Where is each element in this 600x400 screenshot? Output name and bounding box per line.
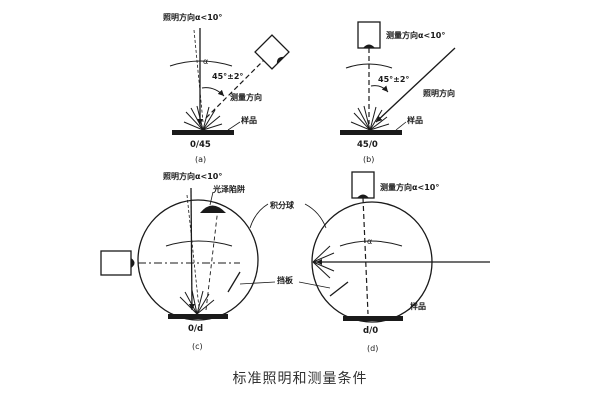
sample-label: 样品 [410,301,426,311]
panel-c: 照明方向α<10° 光泽陷阱 0/d (c) [100,171,259,351]
sample-plate [340,130,402,135]
illumination-direction-label: 照明方向α<10° [163,12,222,22]
geometry-label: 0/45 [190,140,211,150]
illumination-cone-edge [186,194,200,309]
geometry-label: 45/0 [357,140,378,150]
baffle-leader-left [239,281,276,285]
measurement-direction-label: 测量方向α<10° [380,182,439,192]
gloss-trap [200,205,226,213]
scatter-rays [350,105,390,131]
alpha-label: α [203,57,208,66]
geometry-label: d/0 [363,326,378,336]
angle-label: 45°±2° [212,72,243,81]
baffle [329,281,349,297]
scatter-rays [179,289,215,315]
panel-b: 测量方向α<10° 45°±2° 照明方向 样品 45/0 (b) [340,21,456,164]
angle-arc [201,87,225,97]
sample-plate [343,316,403,321]
integrating-sphere [137,199,259,321]
panel-a: 照明方向α<10° α 45°±2° 测量方向 样品 0/45 (a) [163,12,290,164]
sample-plate [172,130,234,135]
specular-ray [205,207,219,311]
baffle [227,271,241,293]
sample-label: 样品 [407,115,423,125]
sphere-leader-left [249,203,269,229]
wall-scatter-rays [312,245,335,279]
geometry-label: 0/d [188,324,203,334]
baffle-label: 挡板 [277,275,294,285]
angle-label: 45°±2° [378,75,409,84]
alpha-arc [165,240,233,247]
illumination-direction-label: 照明方向 [423,88,455,98]
integrating-sphere-label: 积分球 [270,200,295,210]
illumination-cone-edge [193,29,204,123]
shared-labels: 积分球 挡板 [239,200,331,289]
panel-id: (a) [195,155,206,164]
angle-arc [370,85,389,93]
sphere-leader-right [304,203,327,229]
alpha-arc [345,63,393,69]
figure-caption: 标准照明和测量条件 [232,371,368,387]
panel-id: (d) [367,344,378,353]
measurement-direction-label: 测量方向 [230,92,262,102]
detector-lens [357,194,369,198]
detector-lens [131,258,135,268]
scatter-rays [183,105,223,131]
alpha-arc [339,240,403,247]
measurement-direction-label: 测量方向α<10° [386,30,445,40]
gloss-trap-leader [209,191,214,206]
detector-box [357,21,381,49]
illumination-direction-label: 照明方向α<10° [163,171,222,181]
alpha-arc [169,60,233,67]
gloss-trap-label: 光泽陷阱 [212,184,245,194]
detector-lens [363,44,375,48]
panel-d: 测量方向α<10° α 样品 d/0 (d) [311,171,490,353]
measurement-beam [362,197,369,315]
panel-id: (b) [363,155,374,164]
alpha-label: α [367,237,372,246]
measurement-beam [205,57,267,119]
baffle-leader-right [298,281,331,289]
detector-box [100,250,132,276]
panel-id: (c) [192,342,203,351]
sample-leader [397,308,411,317]
illumination-beam [188,187,195,311]
detector-box [254,34,290,70]
sample-label: 样品 [241,115,257,125]
illumination-beam [375,47,456,123]
sample-plate [168,314,228,319]
detector-box [351,171,375,199]
sample-leader [227,121,241,131]
sample-leader [395,121,407,131]
